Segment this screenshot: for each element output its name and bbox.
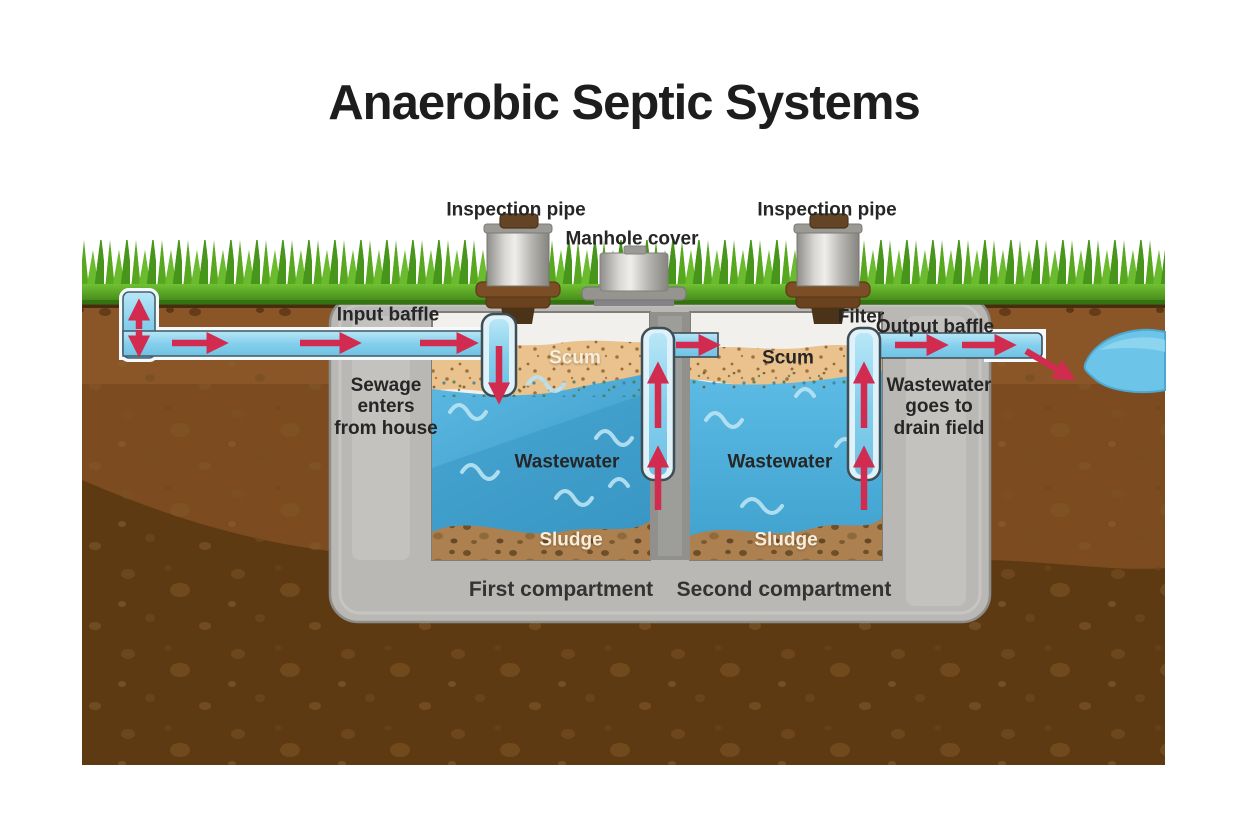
- label-wastewater-second: Wastewater: [727, 451, 833, 473]
- label-manhole-cover: Manhole cover: [565, 228, 699, 250]
- label-second-compartment: Second compartment: [676, 578, 892, 602]
- label-inspection-pipe-right: Inspection pipe: [757, 199, 897, 221]
- manhole-cover-graphic: [581, 245, 687, 306]
- label-output-baffle: Output baffle: [875, 316, 995, 338]
- flow-arrows: [127, 298, 1076, 510]
- label-input-baffle: Input baffle: [336, 304, 440, 326]
- label-first-compartment: First compartment: [468, 578, 654, 602]
- label-wastewater-first: Wastewater: [514, 451, 620, 473]
- label-scum-second: Scum: [762, 347, 814, 369]
- label-sludge-first: Sludge: [539, 529, 603, 551]
- label-sludge-second: Sludge: [754, 529, 818, 551]
- inspection-pipe-left-graphic: [475, 213, 561, 325]
- drain-field-plume: [1083, 328, 1166, 394]
- label-inspection-pipe-left: Inspection pipe: [446, 199, 586, 221]
- page-title: Anaerobic Septic Systems: [328, 75, 920, 130]
- label-sewage-enters: Sewage enters from house: [334, 375, 438, 439]
- label-wastewater-to-drain: Wastewater goes to drain field: [886, 375, 992, 439]
- label-scum-first: Scum: [549, 347, 601, 369]
- label-filter: Filter: [837, 306, 885, 328]
